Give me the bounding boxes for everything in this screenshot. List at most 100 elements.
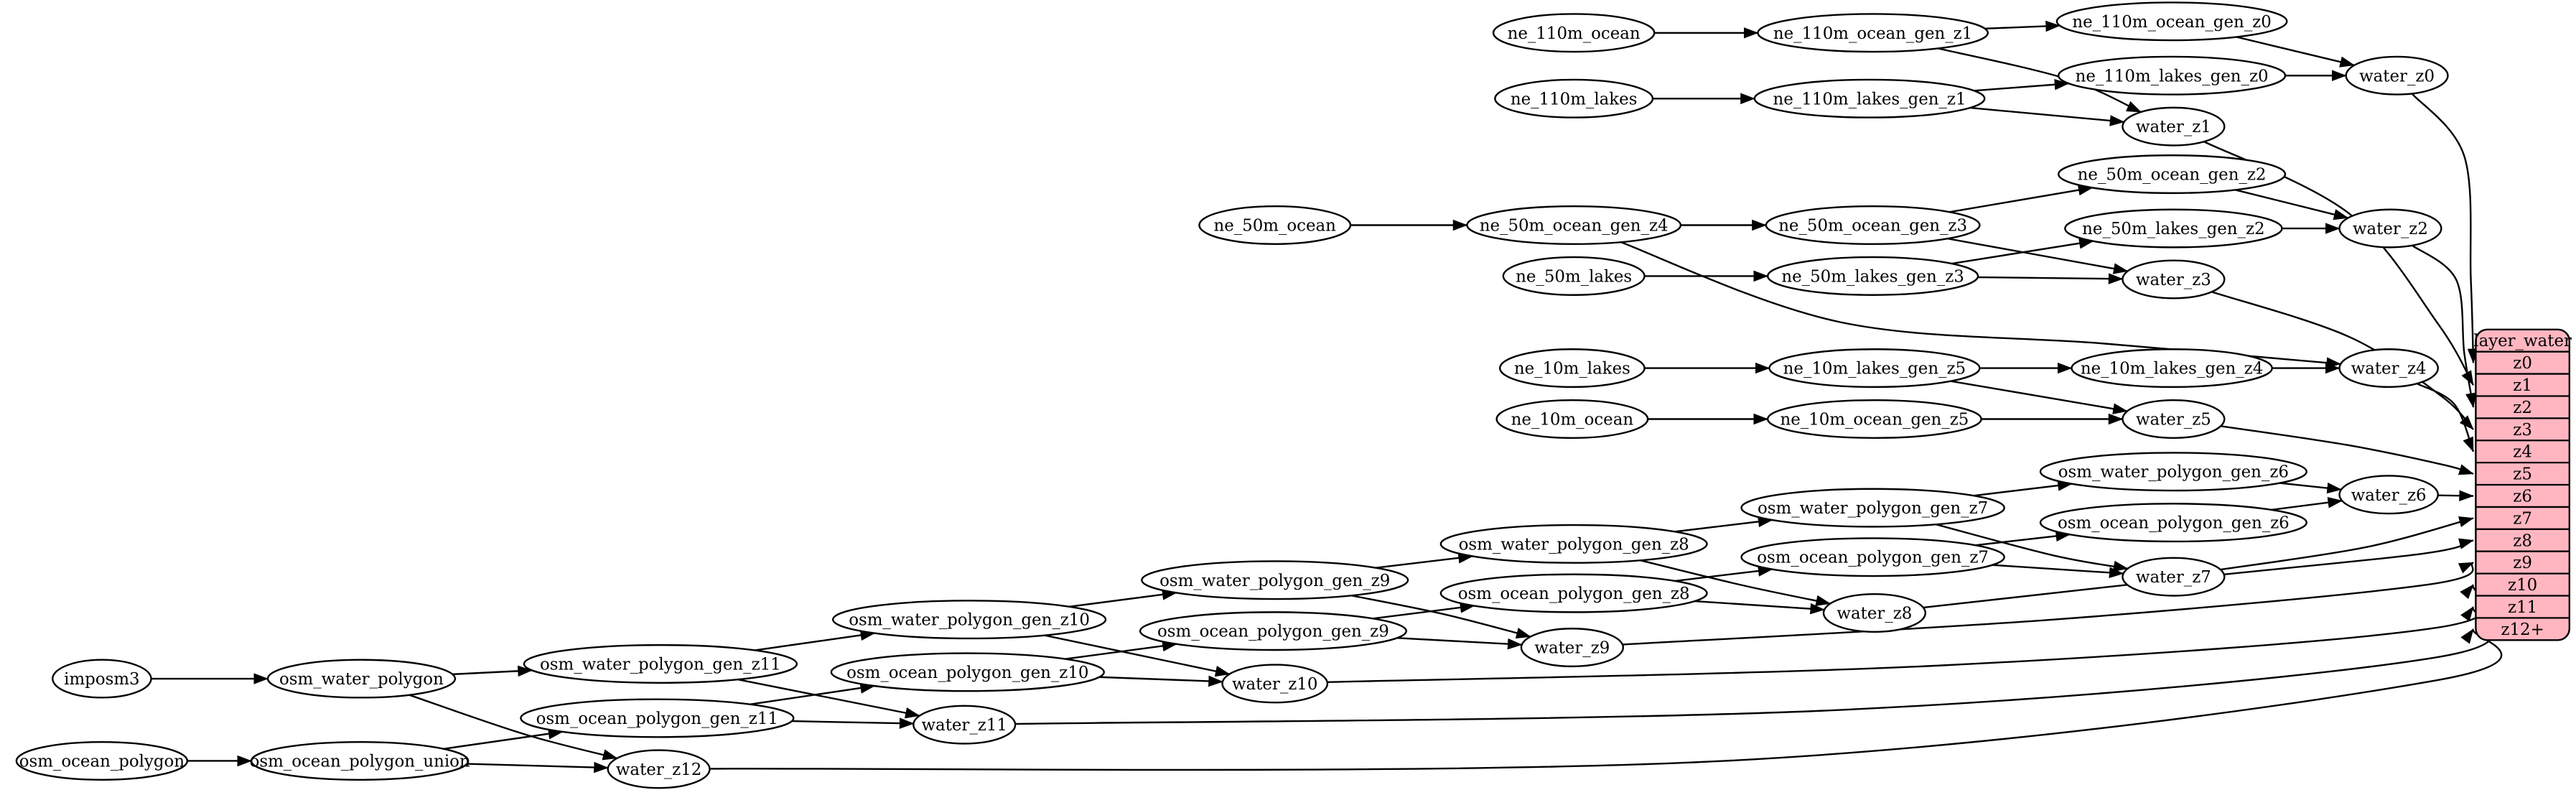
node-ne_110m_ocean: ne_110m_ocean xyxy=(1492,13,1656,53)
edge-water_z4-to-z4 xyxy=(2416,383,2475,452)
node-label-ne_110m_lakes_gen_z1: ne_110m_lakes_gen_z1 xyxy=(1773,90,1966,108)
node-ellipse-ne_10m_lakes_gen_z5 xyxy=(1768,348,1981,389)
node-label-osm_ocean_polygon_gen_z9: osm_ocean_polygon_gen_z9 xyxy=(1157,623,1389,641)
node-ellipse-water_z3 xyxy=(2122,259,2226,299)
node-osm_water_polygon_gen_z10: osm_water_polygon_gen_z10 xyxy=(831,600,1107,640)
node-label-ne_110m_lakes: ne_110m_lakes xyxy=(1511,90,1638,108)
edge-osm_ocean_polygon_gen_z10-to-osm_ocean_polygon_gen_z9 xyxy=(1065,640,1177,660)
node-ellipse-ne_10m_ocean xyxy=(1495,399,1649,440)
node-ellipse-water_z10 xyxy=(1221,664,1329,704)
node-water_z9: water_z9 xyxy=(1520,628,1625,668)
node-osm_ocean_polygon_gen_z10: osm_ocean_polygon_gen_z10 xyxy=(830,652,1105,692)
node-ellipse-ne_50m_lakes xyxy=(1502,256,1646,296)
node-ellipse-water_z11 xyxy=(913,705,1017,745)
edge-water_z2-to-z2 xyxy=(2412,244,2477,408)
node-ne_10m_lakes_gen_z5: ne_10m_lakes_gen_z5 xyxy=(1768,348,1981,389)
node-ne_50m_lakes_gen_z3: ne_50m_lakes_gen_z3 xyxy=(1766,256,1979,296)
layer-water-table: layer_waterz0z1z2z3z4z5z6z7z8z9z10z11z12… xyxy=(2473,328,2572,641)
table-row-z5: z5 xyxy=(2513,465,2532,484)
node-label-ne_110m_ocean_gen_z0: ne_110m_ocean_gen_z0 xyxy=(2072,13,2271,32)
node-osm_water_polygon_gen_z6: osm_water_polygon_gen_z6 xyxy=(2039,452,2307,492)
node-ellipse-ne_10m_lakes_gen_z4 xyxy=(2071,348,2273,389)
edge-ne_110m_lakes_gen_z1-to-water_z1 xyxy=(1969,106,2125,126)
node-water_z5: water_z5 xyxy=(2122,399,2226,440)
node-ellipse-osm_ocean_polygon_gen_z8 xyxy=(1439,573,1708,613)
node-label-ne_50m_ocean: ne_50m_ocean xyxy=(1213,216,1336,235)
node-label-ne_50m_lakes: ne_50m_lakes xyxy=(1516,267,1632,286)
node-ellipse-ne_110m_lakes xyxy=(1494,78,1654,118)
edge-osm_water_polygon_gen_z8-to-osm_water_polygon_gen_z7 xyxy=(1675,516,1773,533)
node-water_z6: water_z6 xyxy=(2338,475,2439,515)
node-label-ne_50m_ocean_gen_z2: ne_50m_ocean_gen_z2 xyxy=(2078,166,2267,185)
node-ellipse-imposm3 xyxy=(52,659,152,699)
node-ellipse-osm_ocean_polygon_gen_z6 xyxy=(2039,503,2307,543)
node-ne_10m_ocean: ne_10m_ocean xyxy=(1495,399,1649,440)
node-ellipse-ne_50m_lakes_gen_z2 xyxy=(2064,208,2283,248)
node-label-ne_10m_lakes: ne_10m_lakes xyxy=(1514,360,1630,378)
edge-water_z7-to-z7 xyxy=(2220,516,2474,571)
node-ellipse-osm_ocean_polygon_gen_z7 xyxy=(1740,537,2005,577)
node-label-ne_10m_ocean_gen_z5: ne_10m_ocean_gen_z5 xyxy=(1780,411,1969,429)
node-label-water_z5: water_z5 xyxy=(2136,411,2211,429)
node-ne_110m_lakes: ne_110m_lakes xyxy=(1494,78,1654,118)
node-label-water_z12: water_z12 xyxy=(616,761,701,779)
table-row-z7: z7 xyxy=(2513,509,2532,528)
node-osm_water_polygon_gen_z9: osm_water_polygon_gen_z9 xyxy=(1141,560,1409,600)
edge-osm_water_polygon_gen_z11-to-osm_water_polygon_gen_z10 xyxy=(755,629,876,651)
table-row-z2: z2 xyxy=(2513,399,2532,417)
edge-osm_water_polygon_gen_z7-to-osm_water_polygon_gen_z6 xyxy=(1973,480,2073,497)
node-label-water_z6: water_z6 xyxy=(2351,486,2427,505)
node-ellipse-ne_10m_lakes xyxy=(1498,348,1646,389)
node-label-osm_ocean_polygon_gen_z11: osm_ocean_polygon_gen_z11 xyxy=(536,710,778,728)
edge-ne_50m_ocean_gen_z3-to-water_z3 xyxy=(1947,238,2129,274)
node-imposm3: imposm3 xyxy=(52,659,152,699)
node-ne_110m_ocean_gen_z0: ne_110m_ocean_gen_z0 xyxy=(2055,1,2288,42)
node-label-osm_water_polygon_gen_z7: osm_water_polygon_gen_z7 xyxy=(1758,499,1988,518)
node-ne_110m_ocean_gen_z1: ne_110m_ocean_gen_z1 xyxy=(1757,13,1989,53)
table-row-z8: z8 xyxy=(2513,531,2532,550)
node-ellipse-ne_50m_ocean xyxy=(1198,205,1352,246)
node-label-ne_50m_ocean_gen_z4: ne_50m_ocean_gen_z4 xyxy=(1480,216,1669,235)
node-label-osm_ocean_polygon_gen_z6: osm_ocean_polygon_gen_z6 xyxy=(2058,514,2290,533)
table-row-z9: z9 xyxy=(2513,554,2532,572)
node-ellipse-ne_110m_ocean_gen_z0 xyxy=(2055,1,2288,42)
edge-water_z5-to-z5 xyxy=(2221,425,2474,475)
node-label-water_z2: water_z2 xyxy=(2353,220,2428,238)
node-label-water_z4: water_z4 xyxy=(2351,360,2427,378)
edge-osm_ocean_polygon_gen_z7-to-osm_ocean_polygon_gen_z6 xyxy=(1975,530,2071,547)
node-label-water_z0: water_z0 xyxy=(2359,67,2435,85)
node-water_z11: water_z11 xyxy=(913,705,1017,745)
node-label-water_z8: water_z8 xyxy=(1837,605,1912,623)
node-osm_ocean_polygon_gen_z7: osm_ocean_polygon_gen_z7 xyxy=(1740,537,2005,577)
table-row-z10: z10 xyxy=(2508,576,2537,595)
node-ne_50m_lakes_gen_z2: ne_50m_lakes_gen_z2 xyxy=(2064,208,2283,248)
edge-osm_ocean_polygon_gen_z6-to-water_z6 xyxy=(2272,497,2343,511)
edge-water_z11-to-z11 xyxy=(1015,606,2495,725)
node-ellipse-water_z4 xyxy=(2338,348,2439,389)
node-label-ne_50m_ocean_gen_z3: ne_50m_ocean_gen_z3 xyxy=(1778,216,1967,235)
edge-water_z12-to-z12+ xyxy=(709,628,2503,771)
table-row-z0: z0 xyxy=(2513,354,2532,373)
node-label-water_z11: water_z11 xyxy=(921,716,1007,735)
node-ellipse-ne_50m_ocean_gen_z3 xyxy=(1765,205,1981,246)
node-label-osm_ocean_polygon_gen_z10: osm_ocean_polygon_gen_z10 xyxy=(846,664,1088,682)
node-ne_110m_lakes_gen_z0: ne_110m_lakes_gen_z0 xyxy=(2057,55,2287,96)
table-row-z6: z6 xyxy=(2513,487,2532,506)
node-osm_water_polygon_gen_z11: osm_water_polygon_gen_z11 xyxy=(523,643,798,684)
table-header-layer-water: layer_water xyxy=(2473,332,2572,350)
node-osm_ocean_polygon_gen_z8: osm_ocean_polygon_gen_z8 xyxy=(1439,573,1708,613)
node-ellipse-osm_water_polygon_gen_z11 xyxy=(523,643,798,684)
edge-ne_110m_lakes_gen_z1-to-ne_110m_lakes_gen_z0 xyxy=(1974,78,2070,92)
edge-water_z8-to-z8 xyxy=(1923,538,2474,609)
node-osm_water_polygon: osm_water_polygon xyxy=(266,659,457,699)
node-water_z3: water_z3 xyxy=(2122,259,2226,299)
node-ellipse-osm_ocean_polygon_union xyxy=(250,740,470,781)
edge-ne_110m_ocean_gen_z1-to-ne_110m_ocean_gen_z0 xyxy=(1984,20,2061,32)
edges-layer xyxy=(151,20,2503,773)
node-osm_ocean_polygon_gen_z9: osm_ocean_polygon_gen_z9 xyxy=(1139,611,1407,651)
edge-osm_ocean_polygon_gen_z8-to-osm_ocean_polygon_gen_z7 xyxy=(1675,565,1773,582)
node-ellipse-osm_water_polygon_gen_z10 xyxy=(831,600,1107,640)
edge-osm_water_polygon-to-osm_water_polygon_gen_z11 xyxy=(452,665,533,677)
table-row-z1: z1 xyxy=(2513,376,2532,395)
node-ellipse-water_z8 xyxy=(1822,592,1927,633)
